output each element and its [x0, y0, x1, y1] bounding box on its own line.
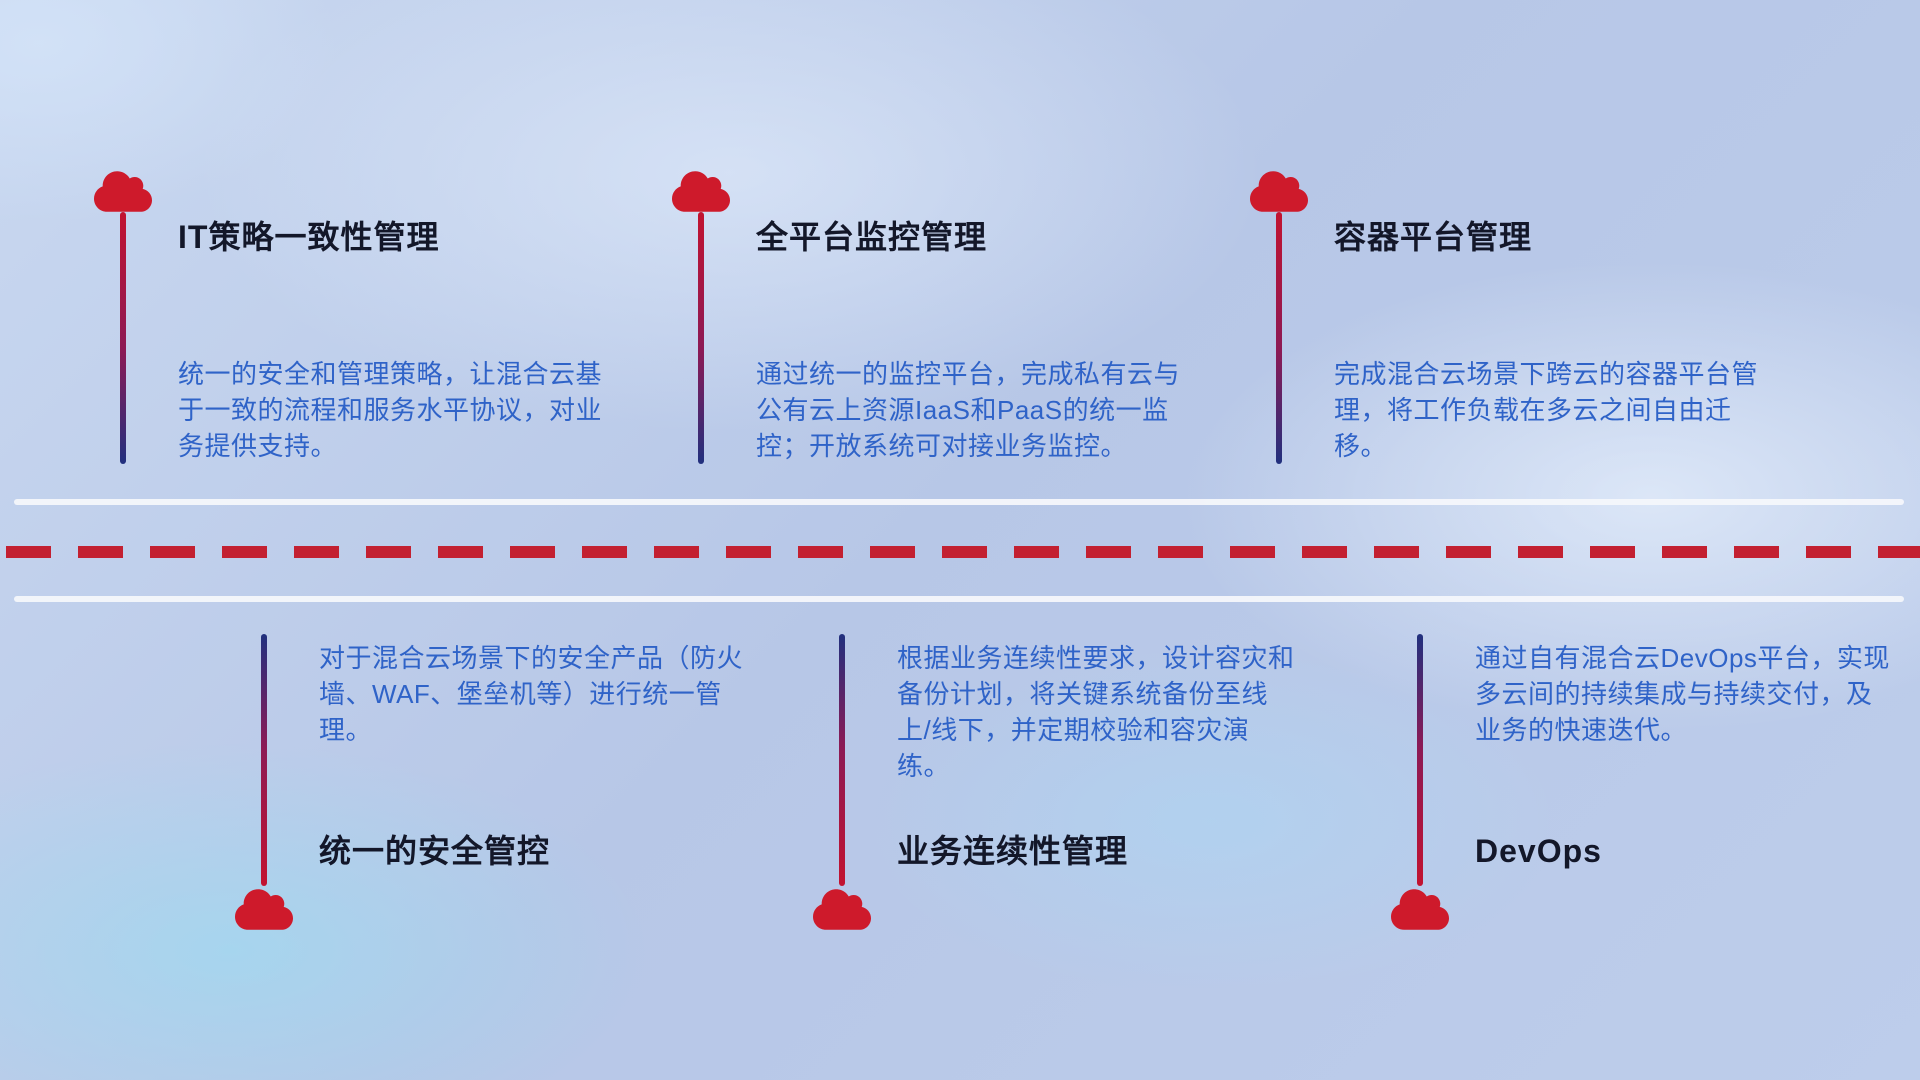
capability-title: DevOps — [1475, 833, 1602, 869]
capability-item-it-policy-management: IT策略一致性管理 统一的安全和管理策略，让混合云基于一致的流程和服务水平协议，… — [94, 168, 654, 498]
connector-line — [261, 634, 267, 886]
capability-description: 通过统一的监控平台，完成私有云与公有云上资源IaaS和PaaS的统一监控；开放系… — [756, 359, 1181, 461]
connector-line — [1417, 634, 1423, 886]
cloud-icon — [672, 171, 730, 212]
connector-line — [1276, 212, 1282, 464]
connector-line — [120, 212, 126, 464]
capability-description: 完成混合云场景下跨云的容器平台管理，将工作负载在多云之间自由迁移。 — [1334, 359, 1759, 461]
capability-title: 业务连续性管理 — [897, 833, 1129, 869]
capability-title: IT策略一致性管理 — [178, 219, 440, 255]
capability-description: 对于混合云场景下的安全产品（防火墙、WAF、堡垒机等）进行统一管理。 — [319, 643, 744, 745]
capability-description: 统一的安全和管理策略，让混合云基于一致的流程和服务水平协议，对业务提供支持。 — [178, 359, 603, 461]
capability-item-business-continuity: 根据业务连续性要求，设计容灾和备份计划，将关键系统备份至线上/线下，并定期校验和… — [813, 634, 1373, 944]
capability-item-unified-security: 对于混合云场景下的安全产品（防火墙、WAF、堡垒机等）进行统一管理。 统一的安全… — [235, 634, 795, 944]
capability-item-devops: 通过自有混合云DevOps平台，实现多云间的持续集成与持续交付，及业务的快速迭代… — [1391, 634, 1920, 944]
cloud-icon — [235, 889, 293, 930]
cloud-icon — [1391, 889, 1449, 930]
capability-title: 容器平台管理 — [1334, 219, 1533, 255]
capability-description: 根据业务连续性要求，设计容灾和备份计划，将关键系统备份至线上/线下，并定期校验和… — [897, 643, 1295, 781]
divider-line-bottom — [14, 596, 1904, 602]
divider-dashed-line — [6, 546, 1920, 558]
cloud-icon — [813, 889, 871, 930]
capability-title: 全平台监控管理 — [756, 219, 988, 255]
divider-line-top — [14, 499, 1904, 505]
capability-item-container-platform: 容器平台管理 完成混合云场景下跨云的容器平台管理，将工作负载在多云之间自由迁移。 — [1250, 168, 1810, 498]
connector-line — [839, 634, 845, 886]
capability-description: 通过自有混合云DevOps平台，实现多云间的持续集成与持续交付，及业务的快速迭代… — [1475, 643, 1890, 745]
capability-item-platform-monitoring: 全平台监控管理 通过统一的监控平台，完成私有云与公有云上资源IaaS和PaaS的… — [672, 168, 1232, 498]
connector-line — [698, 212, 704, 464]
cloud-icon — [1250, 171, 1308, 212]
cloud-icon — [94, 171, 152, 212]
capability-title: 统一的安全管控 — [319, 833, 551, 869]
